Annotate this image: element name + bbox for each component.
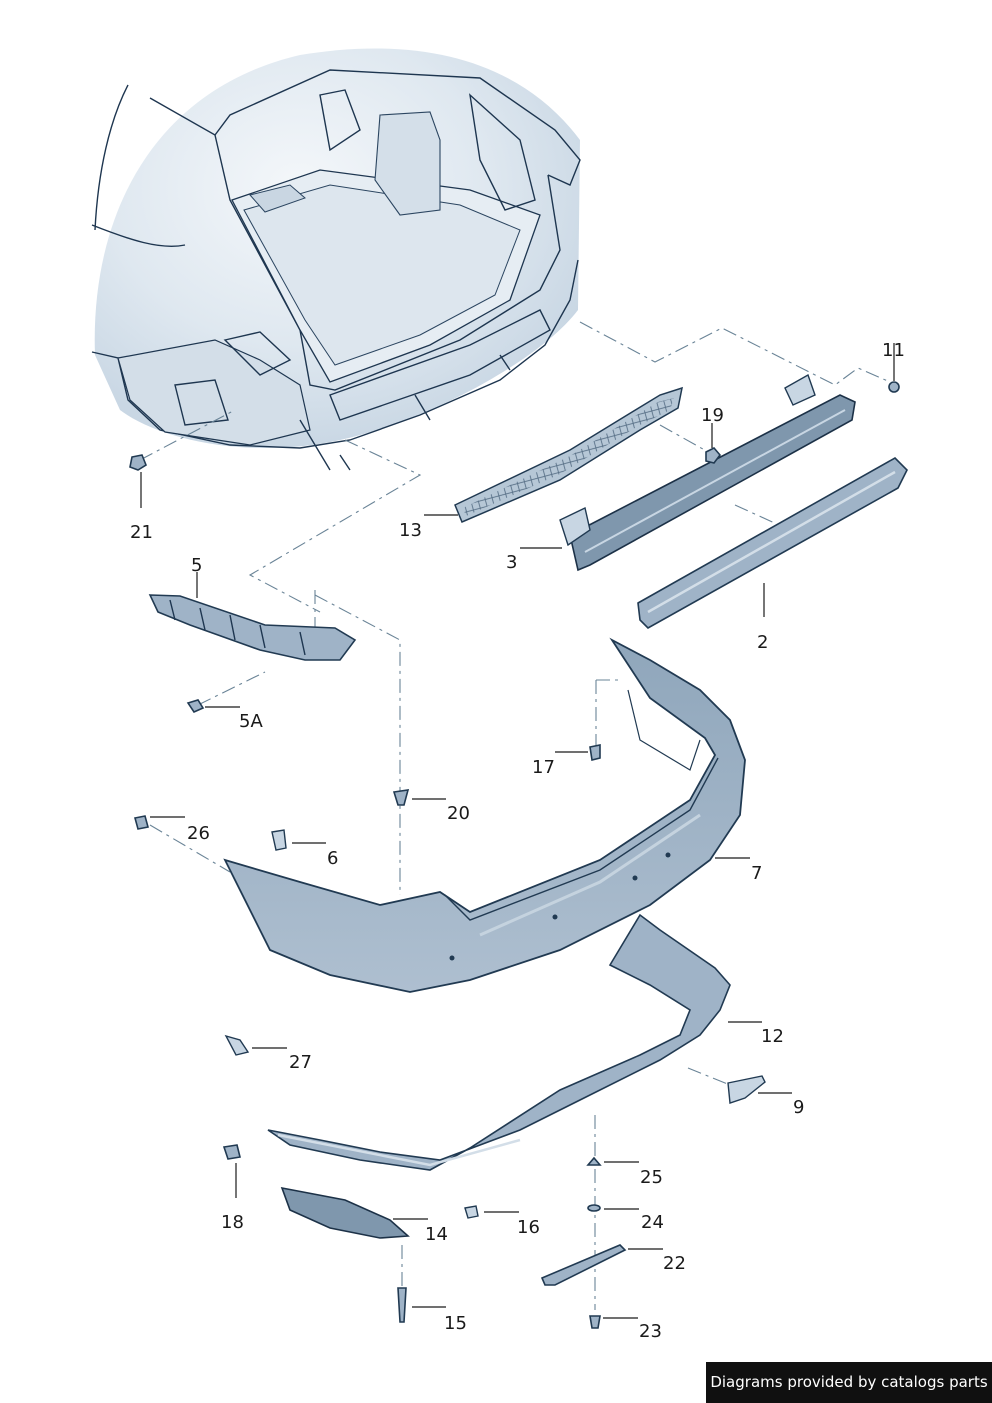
- callout-26: 26: [187, 823, 210, 844]
- part-5-side-bracket: [148, 594, 357, 661]
- callout-14: 14: [425, 1224, 448, 1245]
- callout-2: 2: [757, 632, 768, 653]
- part-12-lower-diffuser: [267, 913, 731, 1171]
- callout-19: 19: [701, 405, 724, 426]
- leader-lines: [140, 343, 895, 1319]
- callout-23: 23: [639, 1321, 662, 1342]
- callout-21: 21: [130, 522, 153, 543]
- callout-22: 22: [663, 1253, 686, 1274]
- callout-13: 13: [399, 520, 422, 541]
- callout-labels: 11 19 21 13 3 2 5 5A 17 20 26 6 7 12 27 …: [130, 340, 905, 1342]
- car-rear-body: [91, 48, 581, 471]
- part-13-mesh-reinforcement: [454, 386, 683, 523]
- callout-12: 12: [761, 1026, 784, 1047]
- callout-24: 24: [641, 1212, 664, 1233]
- callout-6: 6: [327, 848, 338, 869]
- part-2-energy-absorber: [637, 457, 908, 629]
- credit-banner: Diagrams provided by catalogs parts: [706, 1362, 992, 1403]
- part-9-bracket: [727, 1075, 766, 1104]
- callout-17: 17: [532, 757, 555, 778]
- callout-27: 27: [289, 1052, 312, 1073]
- callout-18: 18: [221, 1212, 244, 1233]
- callout-25: 25: [640, 1167, 663, 1188]
- callout-16: 16: [517, 1217, 540, 1238]
- callout-15: 15: [444, 1313, 467, 1334]
- callout-9: 9: [793, 1097, 804, 1118]
- callout-11: 11: [882, 340, 905, 361]
- part-7-bumper-cover: [223, 637, 746, 993]
- callout-5: 5: [191, 555, 202, 576]
- callout-20: 20: [447, 803, 470, 824]
- fasteners: [129, 381, 900, 1329]
- part-14-reflector-trim: [280, 1186, 410, 1239]
- part-22-trim-strip: [540, 1244, 627, 1286]
- assembly-lines: [139, 321, 891, 1310]
- callout-7: 7: [751, 863, 762, 884]
- callout-3: 3: [506, 552, 517, 573]
- part-3-bumper-beam: [559, 373, 856, 572]
- callout-5A: 5A: [239, 711, 263, 732]
